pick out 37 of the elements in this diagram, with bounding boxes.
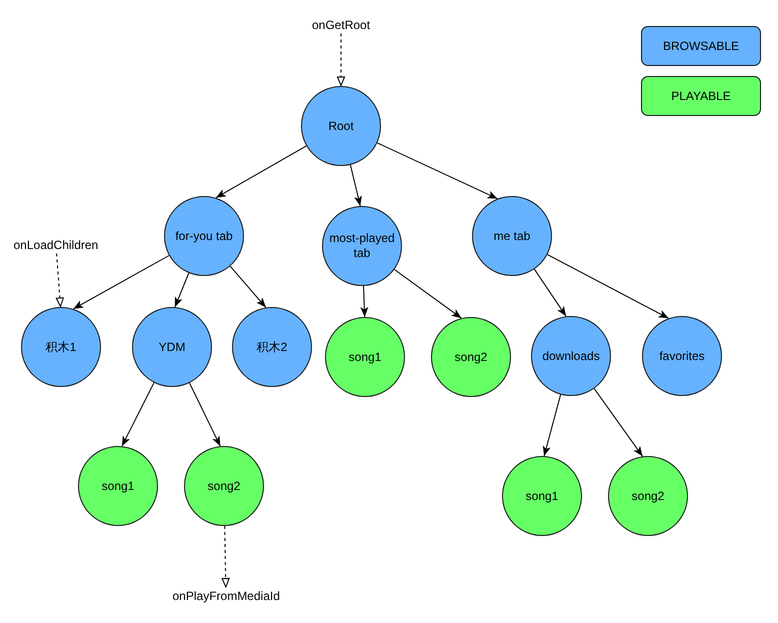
arrow	[121, 382, 154, 447]
node-circle: song2	[608, 456, 688, 536]
node-circle: downloads	[531, 316, 611, 396]
node-circle: song2	[431, 317, 511, 397]
dashed-arrow	[56, 253, 64, 308]
arrow	[360, 286, 368, 318]
node-circle: song1	[502, 456, 582, 536]
arrow	[376, 142, 498, 200]
node-circle: most-played tab	[322, 206, 402, 286]
node-circle: 积木1	[21, 307, 101, 387]
node-circle: Root	[301, 86, 381, 166]
node-circle: me tab	[472, 196, 552, 276]
dashed-arrow	[222, 526, 230, 588]
arrow	[215, 145, 307, 198]
legend-box: PLAYABLE	[641, 76, 761, 116]
node-circle: song1	[325, 317, 405, 397]
arrow	[594, 388, 644, 457]
legend-box: BROWSABLE	[641, 26, 761, 66]
arrow	[72, 255, 170, 310]
node-circle: 积木2	[232, 307, 312, 387]
node-circle: for-you tab	[164, 196, 244, 276]
node-circle: song2	[184, 446, 264, 526]
arrow	[350, 164, 362, 206]
arrow	[534, 268, 567, 317]
node-circle: song1	[78, 446, 158, 526]
arrow	[394, 269, 462, 319]
arrow	[174, 272, 190, 308]
node-circle: YDM	[132, 307, 212, 387]
callback-label: onGetRoot	[312, 18, 370, 32]
callback-label: onLoadChildren	[14, 238, 98, 252]
callback-label: onPlayFromMediaId	[172, 588, 280, 604]
dashed-arrow	[337, 33, 345, 86]
arrow	[546, 254, 670, 319]
arrow	[542, 394, 562, 457]
node-circle: favorites	[642, 316, 722, 396]
arrow	[230, 266, 266, 308]
arrow	[189, 382, 221, 447]
